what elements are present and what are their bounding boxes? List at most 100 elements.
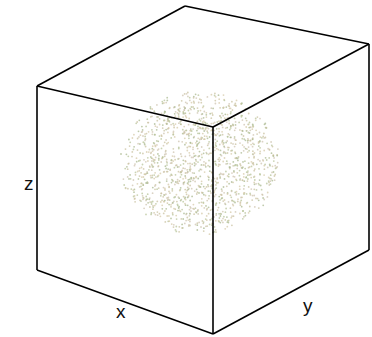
particle-dot	[240, 103, 242, 105]
particle-dot	[205, 205, 207, 207]
particle-dot	[215, 144, 217, 146]
particle-dot	[232, 205, 234, 207]
particle-dot	[153, 143, 155, 145]
particle-dot	[277, 148, 279, 150]
particle-dot	[170, 174, 172, 176]
particle-dot	[143, 176, 145, 178]
particle-dot	[218, 163, 220, 165]
particle-dot	[251, 199, 253, 201]
particle-dot	[214, 100, 216, 102]
particle-dot	[176, 164, 178, 166]
particle-dot	[222, 134, 224, 136]
particle-dot	[188, 134, 190, 136]
particle-dot	[234, 118, 236, 120]
particle-dot	[199, 176, 201, 178]
particle-dot	[228, 123, 230, 125]
particle-dot	[253, 188, 255, 190]
particle-dot	[153, 159, 155, 161]
particle-dot	[216, 140, 218, 142]
particle-dot	[135, 172, 137, 174]
particle-dot	[193, 97, 195, 99]
particle-dot	[203, 202, 205, 204]
particle-dot	[198, 94, 200, 96]
particle-dot	[265, 157, 267, 159]
particle-dot	[243, 135, 245, 137]
particle-dot	[136, 157, 138, 159]
particle-dot	[178, 109, 180, 111]
particle-dot	[273, 157, 275, 159]
particle-dot	[202, 113, 204, 115]
particle-dot	[152, 145, 154, 147]
particle-dot	[242, 179, 244, 181]
axis-label: z	[24, 174, 34, 193]
particle-dot	[127, 163, 129, 165]
particle-dot	[201, 213, 203, 215]
particle-dot	[187, 219, 189, 221]
particle-dot	[163, 187, 165, 189]
particle-dot	[183, 182, 185, 184]
particle-dot	[173, 151, 175, 153]
particle-dot	[232, 124, 234, 126]
particle-dot	[215, 181, 217, 183]
particle-dot	[128, 178, 130, 180]
particle-dot	[163, 171, 165, 173]
particle-dot	[147, 182, 149, 184]
particle-dot	[198, 170, 200, 172]
particle-dot	[202, 133, 204, 135]
particle-dot	[259, 150, 261, 152]
particle-dot	[258, 199, 260, 201]
particle-dot	[171, 188, 173, 190]
particle-dot	[142, 135, 144, 137]
particle-dot	[233, 201, 235, 203]
particle-dot	[208, 148, 210, 150]
particle-dot	[153, 110, 155, 112]
particle-dot	[133, 196, 135, 198]
particle-dot	[148, 169, 150, 171]
particle-dot	[170, 124, 172, 126]
particle-dot	[167, 202, 169, 204]
particle-dot	[207, 132, 209, 134]
particle-dot	[195, 224, 197, 226]
particle-dot	[211, 94, 213, 96]
particle-dot	[147, 122, 149, 124]
particle-dot	[249, 129, 251, 131]
particle-dot	[174, 159, 176, 161]
particle-dot	[189, 165, 191, 167]
particle-dot	[259, 118, 261, 120]
particle-dot	[144, 174, 146, 176]
particle-dot	[229, 163, 231, 165]
cube-edge	[37, 6, 185, 86]
particle-dot	[230, 217, 232, 219]
particle-dot	[225, 208, 227, 210]
particle-dot	[138, 178, 140, 180]
particle-dot	[180, 200, 182, 202]
particle-dot	[168, 204, 170, 206]
particle-dot	[152, 192, 154, 194]
particle-dot	[244, 160, 246, 162]
particle-dot	[152, 206, 154, 208]
particle-dot	[243, 193, 245, 195]
particle-dot	[194, 124, 196, 126]
particle-dot	[142, 184, 144, 186]
particle-dot	[199, 151, 201, 153]
particle-dot	[231, 190, 233, 192]
particle-dot	[164, 155, 166, 157]
particle-dot	[155, 157, 157, 159]
particle-dot	[263, 165, 265, 167]
particle-dot	[168, 215, 170, 217]
particle-dot	[246, 130, 248, 132]
particle-dot	[236, 193, 238, 195]
particle-dot	[169, 169, 171, 171]
particle-dot	[138, 136, 140, 138]
particle-dot	[202, 202, 204, 204]
particle-dot	[160, 215, 162, 217]
particle-dot	[224, 99, 226, 101]
particle-dot	[188, 224, 190, 226]
particle-dot	[219, 159, 221, 161]
particle-dot	[151, 133, 153, 135]
particle-dot	[250, 177, 252, 179]
particle-dot	[166, 123, 168, 125]
particle-dot	[205, 218, 207, 220]
particle-dot	[172, 155, 174, 157]
particle-dot	[230, 111, 232, 113]
